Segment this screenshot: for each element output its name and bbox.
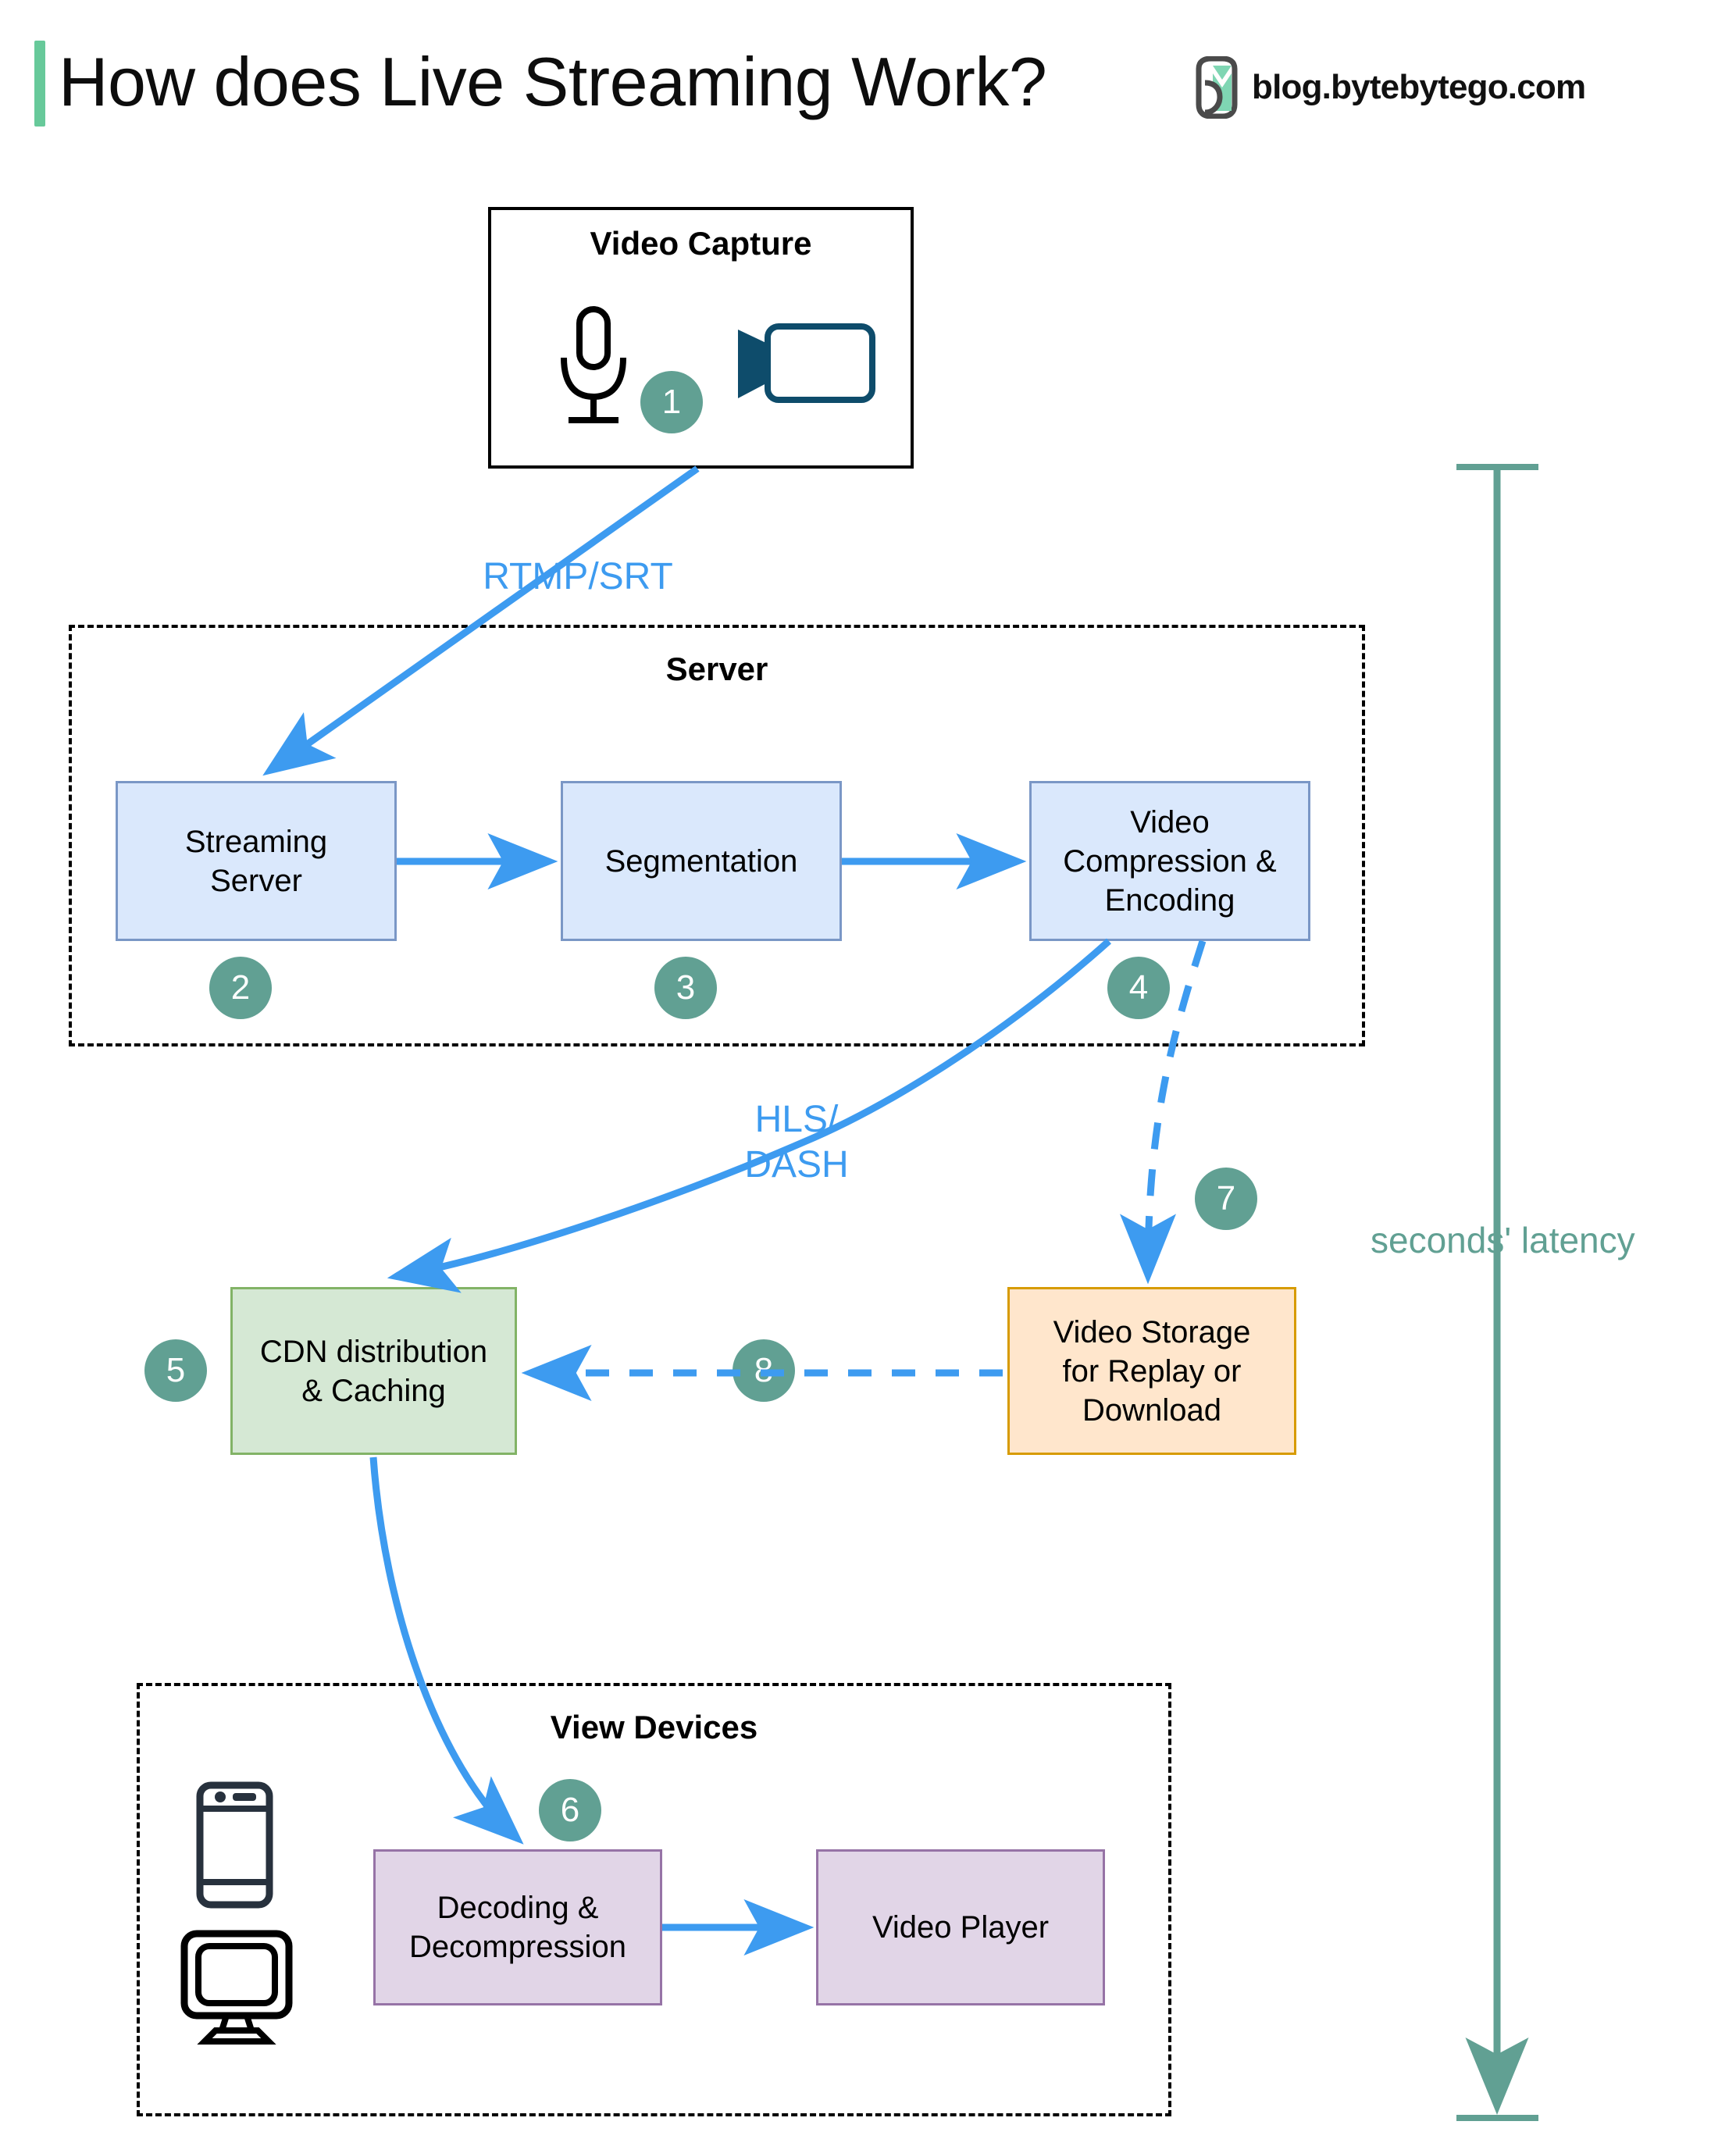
bytebytego-logo-icon (1196, 56, 1238, 119)
step-badge-7: 7 (1195, 1168, 1257, 1230)
step-badge-8: 8 (733, 1339, 795, 1402)
node-decoding-decompression[interactable]: Decoding & Decompression (373, 1849, 662, 2005)
node-cdn-distribution-caching[interactable]: CDN distribution & Caching (230, 1287, 517, 1455)
node-streaming-server-label: Streaming Server (184, 824, 328, 898)
node-segmentation[interactable]: Segmentation (561, 781, 842, 941)
brand-watermark: blog.bytebytego.com (1191, 56, 1586, 119)
node-video-storage-label: Video Storage for Replay or Download (1053, 1314, 1251, 1428)
node-video-compression-encoding-label: Video Compression & Encoding (1063, 804, 1277, 918)
step-badge-5: 5 (144, 1339, 207, 1402)
desktop-monitor-icon (180, 1930, 293, 2045)
node-video-compression-encoding[interactable]: Video Compression & Encoding (1029, 781, 1310, 941)
group-title-view-devices: View Devices (550, 1709, 758, 1745)
node-decoding-label: Decoding & Decompression (409, 1891, 626, 1964)
step-badge-4: 4 (1107, 957, 1170, 1019)
title-accent-bar (34, 41, 45, 127)
node-streaming-server[interactable]: Streaming Server (116, 781, 397, 941)
latency-annotation-label: seconds' latency (1371, 1220, 1635, 1260)
step-badge-2: 2 (209, 957, 272, 1019)
group-view-devices (137, 1683, 1171, 2116)
edge-label-hls-dash: HLS/ DASH (744, 1099, 849, 1185)
microphone-icon (561, 306, 626, 423)
step-badge-1: 1 (640, 371, 703, 433)
node-video-player[interactable]: Video Player (816, 1849, 1105, 2005)
step-badge-3: 3 (654, 957, 717, 1019)
group-title-server: Server (665, 651, 768, 687)
node-video-storage[interactable]: Video Storage for Replay or Download (1007, 1287, 1296, 1455)
mobile-phone-icon (196, 1781, 273, 1909)
step-badge-6: 6 (539, 1779, 601, 1841)
edge-label-rtmp-srt: RTMP/SRT (483, 556, 673, 597)
brand-label: blog.bytebytego.com (1252, 68, 1586, 106)
node-video-player-label: Video Player (872, 1910, 1050, 1945)
page-title: How does Live Streaming Work? (59, 43, 1047, 120)
node-segmentation-label: Segmentation (604, 843, 798, 879)
group-title-video-capture: Video Capture (590, 225, 812, 262)
node-cdn-label: CDN distribution & Caching (259, 1334, 488, 1408)
video-camera-icon (738, 323, 875, 403)
